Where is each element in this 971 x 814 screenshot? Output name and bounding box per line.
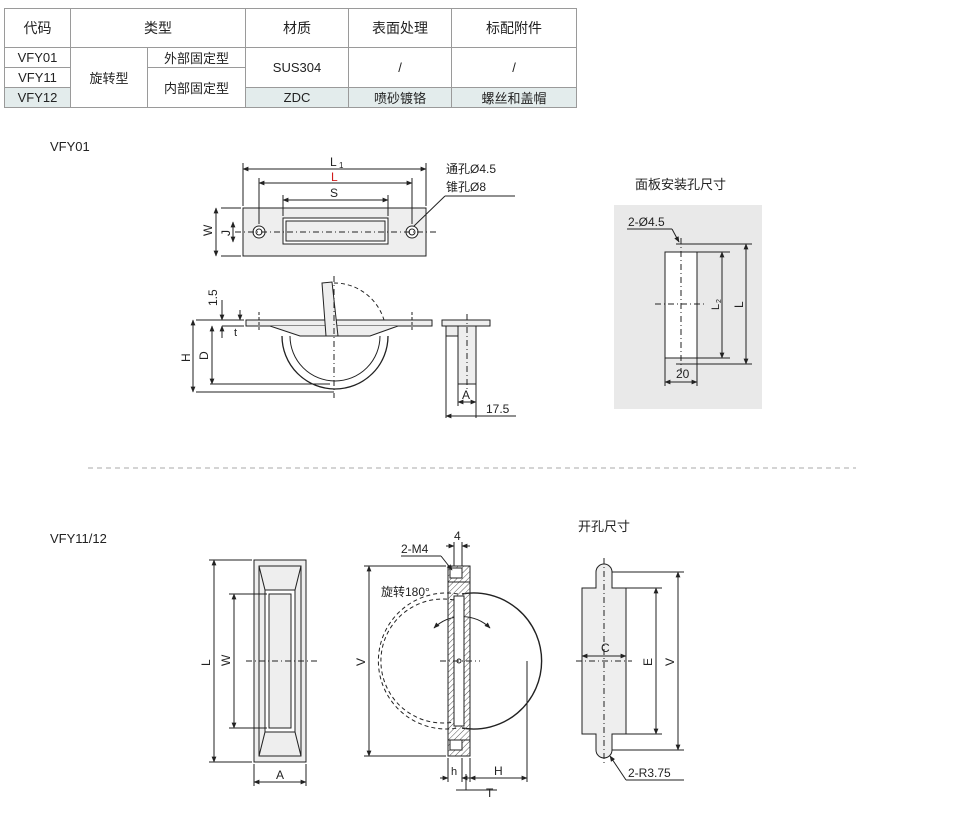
vfy11-front-view [209,559,318,786]
dim-small-h: h [451,766,457,778]
dim-w-vfy11: W [219,654,233,666]
code-cell: VFY12 [4,87,71,108]
panel-hole-label: 2-Ø4.5 [628,215,665,229]
type-sub-cell: 外部固定型 [147,47,246,68]
dim-17-5: 17.5 [486,402,510,416]
panel-cutout-box [614,205,762,409]
section-title-vfy01: VFY01 [50,139,90,154]
dim-l2-sub: 2 [716,299,723,303]
header-accessory: 标配附件 [451,8,577,48]
vfy11-side-view [364,542,543,791]
code-cell: VFY11 [4,67,71,88]
type-sub-cell: 内部固定型 [147,67,246,108]
header-code: 代码 [4,8,71,48]
dim-a: A [462,388,470,402]
header-surface: 表面处理 [348,8,452,48]
dim-l2: L [710,304,722,310]
dim-panel-l: L [732,301,746,308]
rotate-label: 旋转180° [381,584,430,599]
thread-label: 2-M4 [401,542,429,556]
vfy01-side-view [190,276,433,398]
panel-title: 面板安装孔尺寸 [635,177,726,192]
spec-table: 代码 类型 材质 表面处理 标配附件 VFY01 旋转型 外部固定型 SUS30… [4,8,577,108]
section-title-vfy11-12: VFY11/12 [50,531,107,546]
cutout-title: 开孔尺寸 [578,519,630,534]
dim-d: D [197,351,211,360]
accessory-cell: 螺丝和盖帽 [451,87,577,108]
type-main-cell: 旋转型 [70,47,148,108]
hole-through-label: 通孔Ø4.5 [446,162,496,176]
dim-v-cutout: V [663,658,677,666]
dim-l: L [331,170,338,184]
dim-20: 20 [676,367,690,381]
dim-4: 4 [454,529,461,543]
surface-cell: 喷砂镀铬 [348,87,452,108]
dim-s: S [330,186,338,200]
dim-h: H [179,353,193,362]
dim-j: J [219,230,233,236]
dim-v-side: V [354,658,368,666]
surface-cell: / [348,47,452,88]
radius-label: 2-R3.75 [628,766,671,780]
dim-l1-sub: 1 [339,161,344,170]
dim-t: t [234,327,237,339]
dim-c: C [601,641,610,655]
hole-cone-label: 锥孔Ø8 [446,180,486,194]
dim-l-vfy11: L [199,659,213,666]
dim-h-side: H [494,764,503,778]
vfy01-end-view [441,314,516,419]
dim-e: E [641,658,655,666]
cutout-view [576,558,684,781]
dim-w: W [201,224,215,236]
accessory-cell: / [451,47,577,88]
vfy01-top-view [213,163,515,257]
dim-t-side: T [486,786,494,800]
dim-a-vfy11: A [276,768,284,782]
dim-1-5: 1.5 [206,289,220,306]
dim-l1: L [330,155,337,169]
